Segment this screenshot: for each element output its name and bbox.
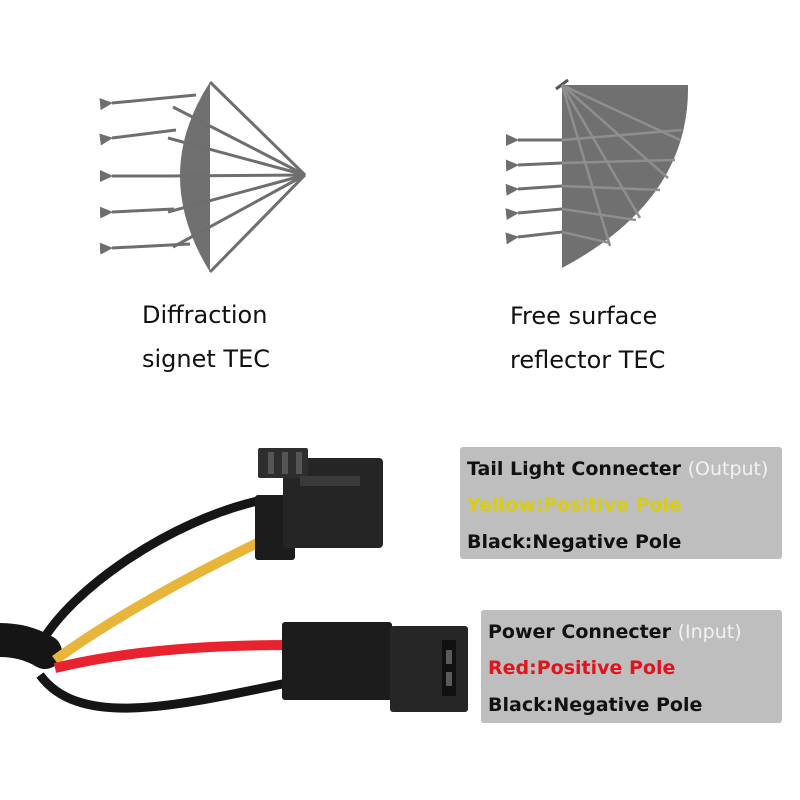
red-wire bbox=[53, 640, 293, 673]
power-connector-panel: Power Connecter (Input) Red:Positive Pol… bbox=[481, 610, 782, 723]
tail-positive-label: Yellow:Positive Pole bbox=[467, 494, 682, 516]
power-connector bbox=[282, 622, 468, 712]
tail-connector-title-line: Tail Light Connecter (Output) bbox=[467, 457, 768, 481]
tail-connector-title-note: (Output) bbox=[687, 458, 769, 480]
black-wire-tail bbox=[36, 495, 263, 648]
reflector-shape bbox=[562, 85, 689, 268]
power-positive-label: Red:Positive Pole bbox=[488, 657, 676, 679]
diffraction-caption-line1: Diffraction bbox=[142, 301, 268, 329]
power-connector-title-line: Power Connecter (Input) bbox=[488, 620, 742, 644]
lens-output-arrows bbox=[99, 93, 197, 255]
black-wire-power bbox=[36, 672, 293, 713]
diffraction-lens-diagram bbox=[99, 80, 307, 274]
diffraction-caption: Diffraction signet TEC bbox=[142, 293, 270, 381]
reflector-output-arrows bbox=[505, 134, 563, 245]
reflector-caption-line1: Free surface bbox=[510, 302, 658, 330]
diffraction-caption-line2: signet TEC bbox=[142, 345, 271, 373]
yellow-wire bbox=[52, 533, 271, 665]
reflector-diagram bbox=[505, 78, 689, 268]
power-negative-label: Black:Negative Pole bbox=[488, 694, 703, 716]
reflector-caption-line2: reflector TEC bbox=[510, 346, 666, 374]
tail-connector-title: Tail Light Connecter bbox=[467, 458, 681, 480]
main-cable bbox=[0, 623, 62, 669]
wiring-photo bbox=[0, 448, 468, 713]
power-connector-title-note: (Input) bbox=[677, 621, 742, 643]
lens-convergence-lines bbox=[166, 80, 307, 274]
tail-connector-panel: Tail Light Connecter (Output) Yellow:Pos… bbox=[460, 447, 782, 559]
reflector-caption: Free surface reflector TEC bbox=[510, 294, 665, 382]
reflector-rays bbox=[560, 83, 683, 247]
tail-light-connector bbox=[255, 448, 383, 560]
power-connector-title: Power Connecter bbox=[488, 621, 671, 643]
optics-diagrams bbox=[99, 78, 689, 274]
tail-negative-label: Black:Negative Pole bbox=[467, 531, 682, 553]
